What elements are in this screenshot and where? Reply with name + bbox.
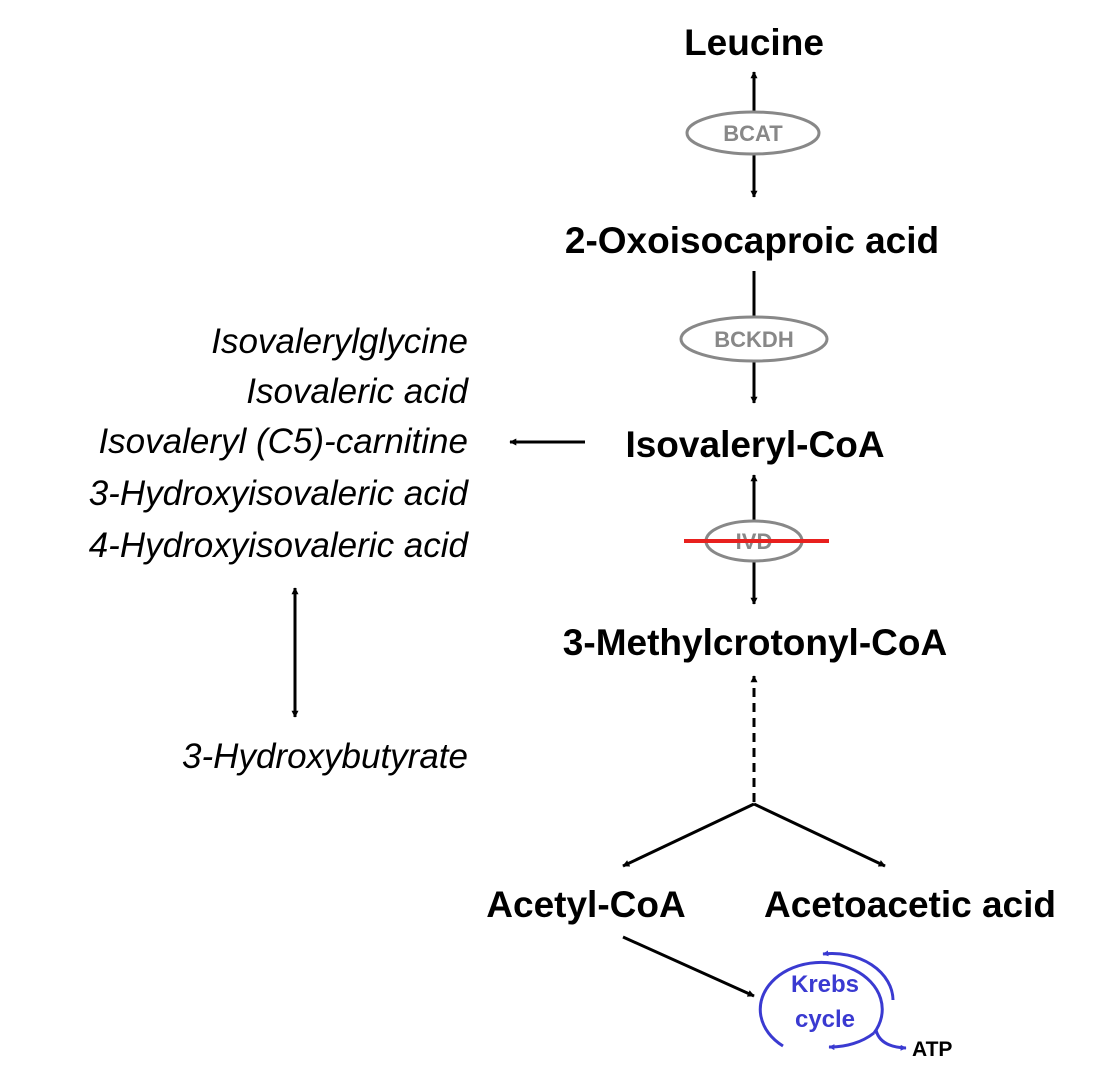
enzyme-bckdh-label: BCKDH [714, 327, 793, 352]
krebs-cycle-label-line2: cycle [795, 1006, 855, 1033]
krebs-cycle-arc-right [822, 950, 895, 1001]
krebs-cycle-arc-lower [828, 1031, 875, 1051]
krebs-cycle-label-line1: Krebs [791, 971, 859, 998]
metabolite-isovalerylglycine: Isovalerylglycine [211, 322, 468, 361]
metabolite-3-hydroxyisovaleric-acid: 3-Hydroxyisovaleric acid [89, 474, 470, 513]
compound-2-oxoisocaproic-acid: 2-Oxoisocaproic acid [565, 220, 939, 261]
arrow-branch-acetoacetic-acid [753, 802, 886, 868]
metabolite-4-hydroxyisovaleric-acid: 4-Hydroxyisovaleric acid [89, 526, 470, 565]
arrow-branch-acetyl-coa [622, 802, 755, 868]
metabolite-3-hydroxybutyrate: 3-Hydroxybutyrate [182, 737, 468, 776]
compound-leucine: Leucine [684, 22, 824, 63]
enzyme-bcat-ellipse [685, 110, 821, 156]
atp-label: ATP [912, 1038, 952, 1061]
metabolite-isovaleryl-c5-carnitine: Isovaleryl (C5)-carnitine [98, 422, 468, 461]
compound-acetyl-coa: Acetyl-CoA [486, 884, 685, 925]
krebs-cycle-arc-upper [758, 960, 884, 1048]
metabolite-isovaleric-acid: Isovaleric acid [246, 372, 469, 411]
arrow-acetyl-coa-krebs [622, 935, 755, 998]
compound-acetoacetic-acid: Acetoacetic acid [764, 884, 1056, 925]
arrow-krebs-atp [874, 1029, 907, 1051]
compound-3-methylcrotonyl-coa: 3-Methylcrotonyl-CoA [563, 622, 947, 663]
compound-isovaleryl-coa: Isovaleryl-CoA [625, 424, 884, 465]
enzyme-bckdh-ellipse [679, 315, 829, 363]
enzyme-bcat-label: BCAT [723, 121, 783, 146]
